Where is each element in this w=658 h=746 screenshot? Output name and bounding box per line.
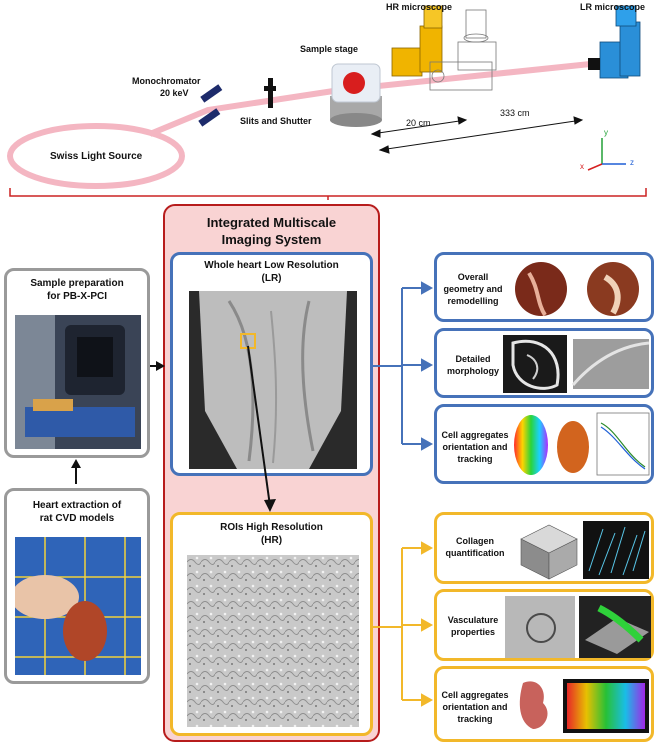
lr-microscope-label: LR microscope [580, 2, 646, 12]
hr-microscope-label: HR microscope [386, 2, 453, 12]
distance-short-label: 20 cm [406, 118, 431, 128]
heart-3d-renders [509, 259, 639, 317]
lr-panel: Whole heart Low Resolution (LR) [170, 252, 373, 476]
orientation-images [514, 412, 650, 476]
beamline-diagram [7, 5, 647, 200]
prep-title-line1: Sample preparation [30, 278, 124, 289]
heart-extraction-panel: Heart extraction of rat CVD models [4, 488, 150, 684]
storage-ring [7, 123, 185, 189]
beam-path [148, 60, 601, 137]
extract-title-line2: rat CVD models [39, 513, 115, 524]
hr-microscope-icon [391, 47, 423, 77]
lr-output-morphology: Detailed morphology [434, 328, 654, 398]
lr-title-line2: (LR) [261, 273, 282, 284]
hr-output-vasculature: Vasculature properties [434, 589, 654, 661]
monochromator-label: Monochromator [132, 76, 201, 86]
axis-z-label: z [630, 158, 634, 167]
distance-arrows [370, 116, 584, 154]
hr-panel: ROIs High Resolution (HR) [170, 512, 373, 736]
axis-y-label: y [604, 128, 608, 137]
hr-output-collagen: Collagen quantification [434, 512, 654, 584]
hr-orientation-images [519, 679, 649, 733]
system-title-line2: Imaging System [221, 232, 322, 247]
lr-output-geometry: Overall geometry and remodelling [434, 252, 654, 322]
system-title-line1: Integrated Multiscale [206, 215, 337, 230]
slits-shutter-label: Slits and Shutter [240, 116, 312, 126]
distance-long-label: 333 cm [500, 108, 530, 118]
axes-icon [587, 138, 626, 171]
lr-ct-slice [189, 291, 357, 469]
sample-prep-panel: Sample preparation for PB-X-PCI [4, 268, 150, 458]
hr-stage-wireframe [429, 9, 497, 91]
monochromator-crystal-2 [198, 108, 221, 127]
lr-output-cell-tracking: Cell aggregates orientation and tracking [434, 404, 654, 484]
extract-title-line1: Heart extraction of [32, 500, 122, 511]
sample-stage-label: Sample stage [300, 44, 359, 54]
prep-photo [15, 315, 141, 449]
hr-ct-slice [187, 555, 359, 727]
swiss-light-source-label: Swiss Light Source [50, 151, 143, 162]
hr-title-line2: (HR) [260, 535, 283, 546]
morphology-images [503, 335, 650, 393]
lr-title-line1: Whole heart Low Resolution [204, 260, 339, 271]
energy-label: 20 keV [160, 88, 189, 98]
hr-output-cell-tracking: Cell aggregates orientation and tracking [434, 666, 654, 742]
slits-icon [268, 78, 273, 108]
collagen-images [520, 521, 649, 580]
monochromator-crystal-1 [200, 84, 223, 103]
sample-heart-icon [343, 72, 365, 94]
heart-icon [63, 601, 107, 661]
prep-title-line2: for PB-X-PCI [47, 291, 107, 302]
vasculature-images [505, 596, 651, 658]
heart-extraction-photo [15, 537, 141, 675]
axis-x-label: x [580, 162, 584, 171]
hr-title-line1: ROIs High Resolution [220, 522, 323, 533]
